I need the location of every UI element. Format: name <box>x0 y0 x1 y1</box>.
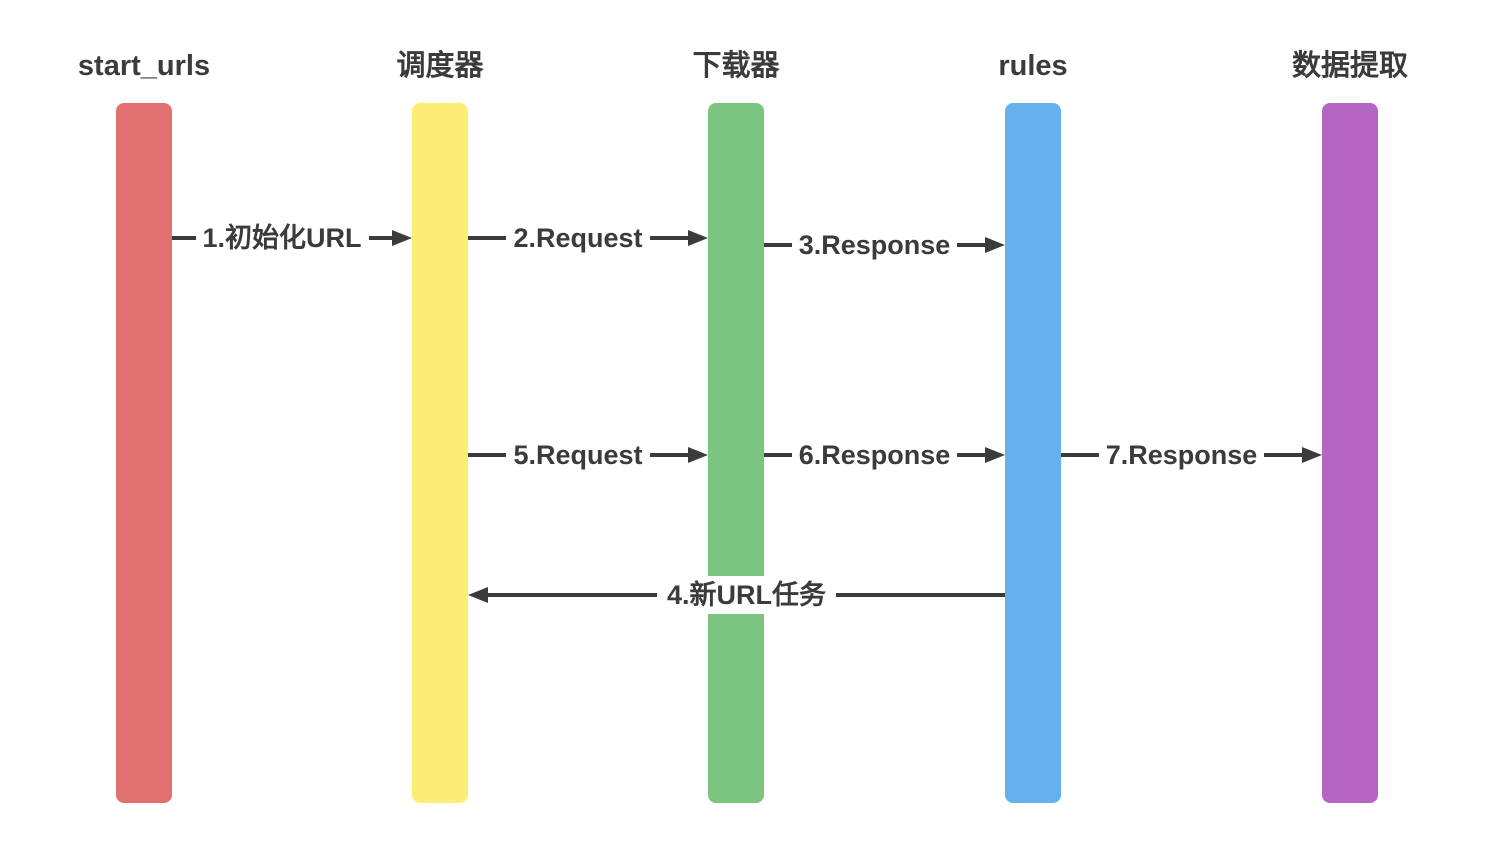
arrow-left-icon <box>468 587 488 603</box>
message-5-request: 5.Request <box>468 437 709 473</box>
message-2-label: 2.Request <box>513 223 643 253</box>
lifeline-bar-start-urls <box>116 103 172 803</box>
message-5-line-right <box>649 453 689 457</box>
message-3-label: 3.Response <box>798 230 951 260</box>
message-7-line-left <box>1061 453 1099 457</box>
message-6-response: 6.Response <box>764 437 1005 473</box>
message-5-line-left <box>468 453 507 457</box>
message-5-label: 5.Request <box>513 440 643 470</box>
message-3-line-left <box>764 243 792 247</box>
lifeline-bar-scheduler <box>412 103 468 803</box>
message-4-line-right <box>836 593 1006 597</box>
message-6-line-left <box>764 453 792 457</box>
arrow-right-icon <box>688 230 709 246</box>
message-1-line-right <box>368 236 393 240</box>
arrow-right-icon <box>985 237 1005 253</box>
lifeline-bar-extractor <box>1322 103 1378 803</box>
message-1-line-left <box>172 236 196 240</box>
lifeline-label-start-urls: start_urls <box>77 50 211 82</box>
message-4-new-url-task: 4.新URL任务 <box>468 576 1006 614</box>
lifeline-bar-downloader <box>708 103 764 803</box>
arrow-right-icon <box>985 447 1005 463</box>
message-7-label: 7.Response <box>1105 440 1258 470</box>
lifeline-label-scheduler: 调度器 <box>396 50 484 82</box>
message-1-init-url: 1.初始化URL <box>172 220 413 256</box>
lifeline-label-downloader: 下载器 <box>692 50 780 82</box>
message-2-line-right <box>649 236 689 240</box>
arrow-right-icon <box>1302 447 1322 463</box>
message-6-label: 6.Response <box>798 440 951 470</box>
lifeline-label-extractor: 数据提取 <box>1291 50 1408 82</box>
message-4-label: 4.新URL任务 <box>657 576 837 614</box>
message-7-response: 7.Response <box>1061 437 1322 473</box>
message-2-line-left <box>468 236 507 240</box>
message-4-line-left <box>488 593 657 597</box>
lifeline-label-rules: rules <box>998 50 1068 82</box>
message-7-line-right <box>1264 453 1302 457</box>
message-2-request: 2.Request <box>468 220 709 256</box>
message-3-response: 3.Response <box>764 227 1005 263</box>
arrow-right-icon <box>392 230 413 246</box>
lifeline-bar-rules <box>1005 103 1061 803</box>
arrow-right-icon <box>688 447 709 463</box>
message-3-line-right <box>957 243 985 247</box>
message-1-label: 1.初始化URL <box>202 223 362 253</box>
message-6-line-right <box>957 453 985 457</box>
